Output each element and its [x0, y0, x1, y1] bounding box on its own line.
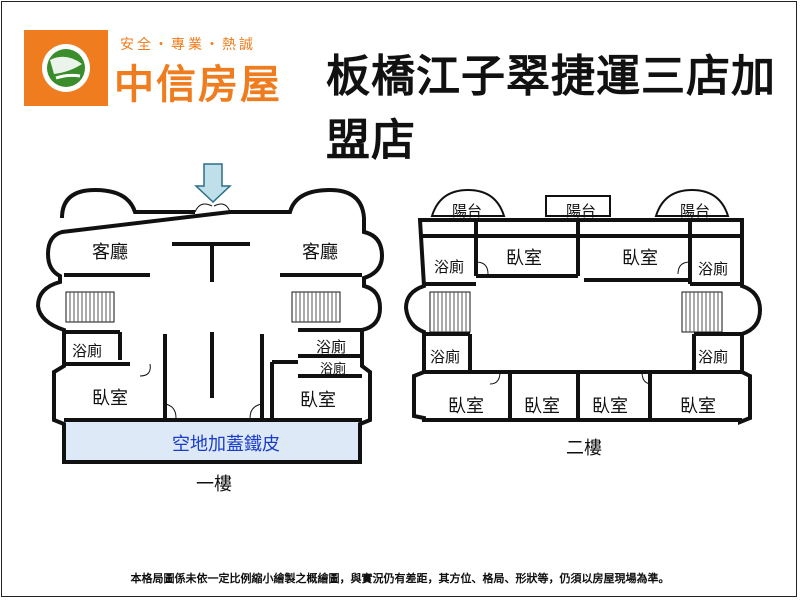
f2-bed-b1-label: 臥室 [448, 396, 484, 417]
f2-bath-mr-label: 浴廁 [698, 348, 729, 366]
f2-balcony-right-label: 陽台 [680, 202, 711, 220]
f1-bath-right-2-label: 浴廁 [320, 362, 347, 377]
f2-bath-tl-label: 浴廁 [434, 258, 465, 276]
f2-balcony-left-label: 陽台 [452, 202, 483, 220]
disclaimer-text: 本格局圖係未依一定比例縮小繪製之概繪圖，與實況仍有差距，其方位、格局、形狀等，仍… [130, 572, 670, 585]
f2-bed-b3-label: 臥室 [592, 396, 628, 417]
f2-bath-tr-label: 浴廁 [698, 260, 729, 278]
f1-bath-right-1-label: 浴廁 [316, 338, 347, 356]
floor2-caption: 二樓 [566, 438, 602, 459]
f1-bath-left-label: 浴廁 [72, 342, 103, 360]
f2-bath-ml-label: 浴廁 [430, 348, 461, 366]
f2-bed-b4-label: 臥室 [680, 396, 716, 417]
f2-bed-top-left-label: 臥室 [506, 248, 542, 269]
f1-living-right-label: 客廳 [302, 242, 338, 263]
store-name: 板橋江子翠捷運三店加盟店 [326, 51, 776, 166]
logo-icon [24, 30, 108, 106]
annex-fill [66, 422, 358, 460]
f2-bed-b2-label: 臥室 [524, 396, 560, 417]
f1-bed-right-label: 臥室 [300, 390, 336, 411]
f2-bed-top-right-label: 臥室 [622, 248, 658, 269]
f1-bed-left-label: 臥室 [92, 388, 128, 409]
f1-annex-label: 空地加蓋鐵皮 [172, 434, 280, 455]
entry-arrow-icon [194, 163, 232, 204]
f1-living-left-label: 客廳 [92, 242, 128, 263]
f2-balcony-mid-label: 陽台 [566, 202, 597, 220]
brand-slogan: 安全・專業・熱誠 [120, 37, 256, 53]
header: 安全・專業・熱誠 中信房屋 板橋江子翠捷運三店加盟店 [6, 6, 794, 166]
floor1-caption: 一樓 [196, 474, 232, 495]
brand-name: 中信房屋 [114, 62, 282, 108]
